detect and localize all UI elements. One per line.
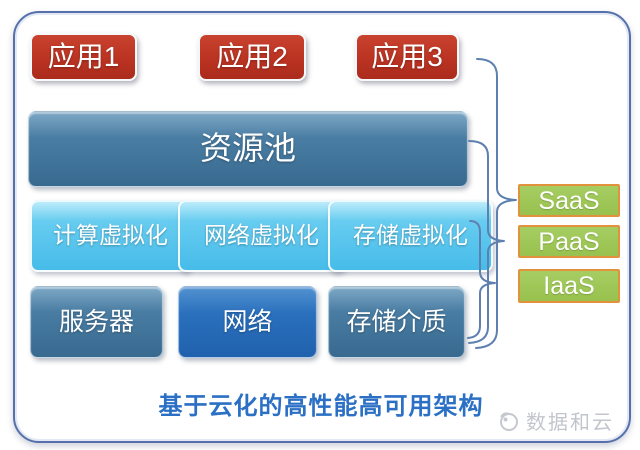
paas-label: PaaS <box>538 227 600 256</box>
server-box: 服务器 <box>30 286 163 358</box>
network-label: 网络 <box>222 308 273 336</box>
storage-virtualization-box: 存储虚拟化 <box>328 200 493 272</box>
resource-pool-label: 资源池 <box>199 130 296 167</box>
iaas-box: IaaS <box>518 269 620 303</box>
network-virtualization-label: 网络虚拟化 <box>204 222 319 249</box>
saas-box: SaaS <box>518 184 620 217</box>
server-label: 服务器 <box>58 308 134 336</box>
saas-label: SaaS <box>538 186 600 215</box>
paas-box: PaaS <box>518 225 620 258</box>
storage-media-label: 存储介质 <box>346 308 447 336</box>
app-box-3-label: 应用3 <box>371 41 443 73</box>
storage-virtualization-label: 存储虚拟化 <box>353 222 468 249</box>
app-box-2-label: 应用2 <box>216 41 288 73</box>
watermark: 数据和云 <box>497 406 614 435</box>
compute-virtualization-box: 计算虚拟化 <box>30 200 191 272</box>
network-virtualization-box: 网络虚拟化 <box>178 200 345 272</box>
storage-media-box: 存储介质 <box>328 286 465 358</box>
app-box-1-label: 应用1 <box>47 41 120 73</box>
compute-virtualization-label: 计算虚拟化 <box>53 222 168 249</box>
network-box: 网络 <box>178 286 317 358</box>
watermark-logo-icon <box>500 411 518 431</box>
resource-pool-box: 资源池 <box>28 111 468 187</box>
watermark-text: 数据和云 <box>526 412 614 434</box>
iaas-label: IaaS <box>543 272 595 300</box>
app-box-2: 应用2 <box>198 33 306 81</box>
app-box-3: 应用3 <box>355 33 459 81</box>
diagram-caption: 基于云化的高性能高可用架构 <box>158 393 484 420</box>
app-box-1: 应用1 <box>30 33 137 81</box>
